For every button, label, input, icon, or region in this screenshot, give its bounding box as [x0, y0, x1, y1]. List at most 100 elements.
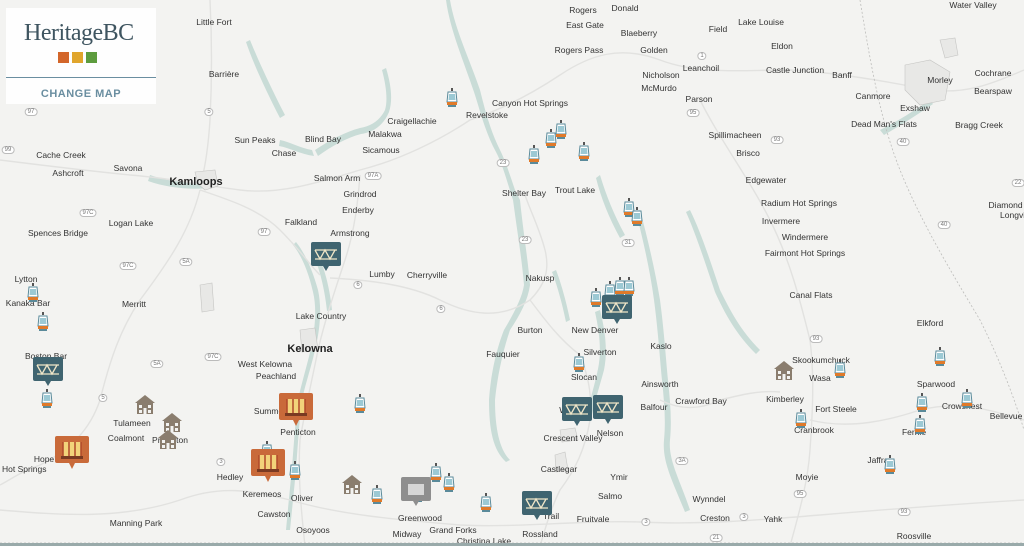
lamp-marker-icon[interactable]: [37, 312, 49, 337]
place-label: Leanchoil: [682, 63, 720, 73]
place-label: Rossland: [522, 529, 558, 539]
place-label: Golden: [640, 45, 668, 55]
place-label: Craigellachie: [387, 116, 437, 126]
place-label: Yahk: [763, 514, 783, 524]
bridge-marker-icon[interactable]: [593, 395, 623, 430]
lamp-marker-icon[interactable]: [354, 394, 366, 419]
bridge-marker-icon[interactable]: [33, 357, 63, 392]
highway-shield: 5: [98, 394, 108, 402]
highway-shield: 3A: [675, 457, 689, 465]
highway-shield: 3: [739, 513, 749, 521]
place-label: Bragg Creek: [955, 120, 1003, 130]
place-label: Coalmont: [107, 433, 145, 443]
place-label: West Kelowna: [237, 359, 293, 369]
lamp-marker-icon[interactable]: [371, 485, 383, 510]
building-marker-icon[interactable]: [340, 473, 364, 500]
place-label: Banff: [832, 70, 852, 80]
place-label: Barrière: [208, 69, 240, 79]
highway-shield: 22: [1011, 179, 1024, 187]
bridge-marker-icon[interactable]: [311, 242, 341, 277]
orange-marker-icon[interactable]: [279, 393, 313, 432]
lamp-marker-icon[interactable]: [446, 88, 458, 113]
lamp-marker-icon[interactable]: [623, 198, 635, 223]
place-label: McMurdo: [641, 83, 677, 93]
place-label: Dead Man's Flats: [851, 119, 917, 129]
lamp-marker-icon[interactable]: [961, 389, 973, 414]
lamp-marker-icon[interactable]: [573, 353, 585, 378]
lamp-marker-icon[interactable]: [623, 277, 635, 302]
grey-marker-icon[interactable]: [401, 477, 431, 512]
highway-shield: 31: [621, 239, 635, 247]
building-marker-icon[interactable]: [772, 359, 796, 386]
place-label: Armstrong: [330, 228, 370, 238]
lamp-marker-icon[interactable]: [430, 463, 442, 488]
place-label: Oliver: [290, 493, 314, 503]
lamp-marker-icon[interactable]: [545, 129, 557, 154]
lamp-marker-icon[interactable]: [41, 389, 53, 414]
lamp-marker-icon[interactable]: [834, 359, 846, 384]
place-label: Windermere: [781, 232, 829, 242]
highway-shield: 3: [641, 518, 651, 526]
lamp-marker-icon[interactable]: [884, 455, 896, 480]
place-label: Bearspaw: [974, 86, 1012, 96]
place-label: Blaeberry: [620, 28, 658, 38]
highway-shield: 97C: [119, 262, 137, 270]
lamp-marker-icon[interactable]: [914, 415, 926, 440]
place-label: Enderby: [342, 205, 374, 215]
highway-shield: 95: [686, 109, 700, 117]
building-marker-icon[interactable]: [133, 393, 157, 420]
place-label: Jaffray: [867, 455, 893, 465]
place-label: Radium Hot Springs: [760, 198, 838, 208]
place-label: Canal Flats: [789, 290, 833, 300]
place-label: Lake Country: [295, 311, 347, 321]
place-label: Falkland: [284, 217, 318, 227]
lamp-marker-icon[interactable]: [934, 347, 946, 372]
place-label: Castle Junction: [765, 65, 825, 75]
place-label: Kaslo: [650, 341, 672, 351]
bridge-marker-icon[interactable]: [562, 397, 592, 432]
lamp-marker-icon[interactable]: [480, 493, 492, 518]
orange-marker-icon[interactable]: [55, 436, 89, 475]
place-label: Rogers Pass: [554, 45, 604, 55]
bridge-marker-icon[interactable]: [602, 295, 632, 330]
place-label: Nelson: [596, 428, 624, 438]
place-label: Lytton: [14, 274, 38, 284]
logo-square-orange: [58, 52, 69, 63]
place-label: Eldon: [771, 41, 793, 51]
place-label: Lumby: [369, 269, 395, 279]
highway-shield: 97C: [204, 353, 222, 361]
place-label: Parson: [685, 94, 713, 104]
highway-shield: 6: [436, 305, 446, 313]
place-label: Greenwood: [398, 513, 442, 523]
lamp-marker-icon[interactable]: [27, 283, 39, 308]
lamp-marker-icon[interactable]: [443, 473, 455, 498]
place-label: Field: [708, 24, 728, 34]
highway-shield: 5A: [179, 258, 193, 266]
highway-shield: 93: [809, 335, 823, 343]
orange-marker-icon[interactable]: [251, 449, 285, 488]
place-label: Salmon Arm: [313, 173, 361, 183]
change-map-button[interactable]: CHANGE MAP: [40, 88, 122, 100]
place-label: Cochrane: [974, 68, 1012, 78]
lamp-marker-icon[interactable]: [590, 288, 602, 313]
lamp-marker-icon[interactable]: [578, 142, 590, 167]
highway-shield: 95: [793, 490, 807, 498]
city-label: Kelowna: [287, 343, 333, 355]
place-label: Summerland: [253, 406, 303, 416]
place-label: Edgewater: [745, 175, 787, 185]
lamp-marker-icon[interactable]: [528, 145, 540, 170]
lamp-marker-icon[interactable]: [289, 461, 301, 486]
lamp-marker-icon[interactable]: [916, 393, 928, 418]
lamp-marker-icon[interactable]: [631, 207, 643, 232]
lamp-marker-icon[interactable]: [795, 409, 807, 434]
place-label: Morley: [927, 75, 953, 85]
highway-shield: 97: [257, 228, 271, 236]
building-marker-icon[interactable]: [160, 411, 184, 438]
highway-shield: 97: [24, 108, 38, 116]
place-label: Cawston: [257, 509, 291, 519]
place-label: Hope: [33, 454, 55, 464]
bridge-marker-icon[interactable]: [522, 491, 552, 526]
building-marker-icon[interactable]: [156, 428, 180, 455]
lamp-marker-icon[interactable]: [555, 120, 567, 145]
